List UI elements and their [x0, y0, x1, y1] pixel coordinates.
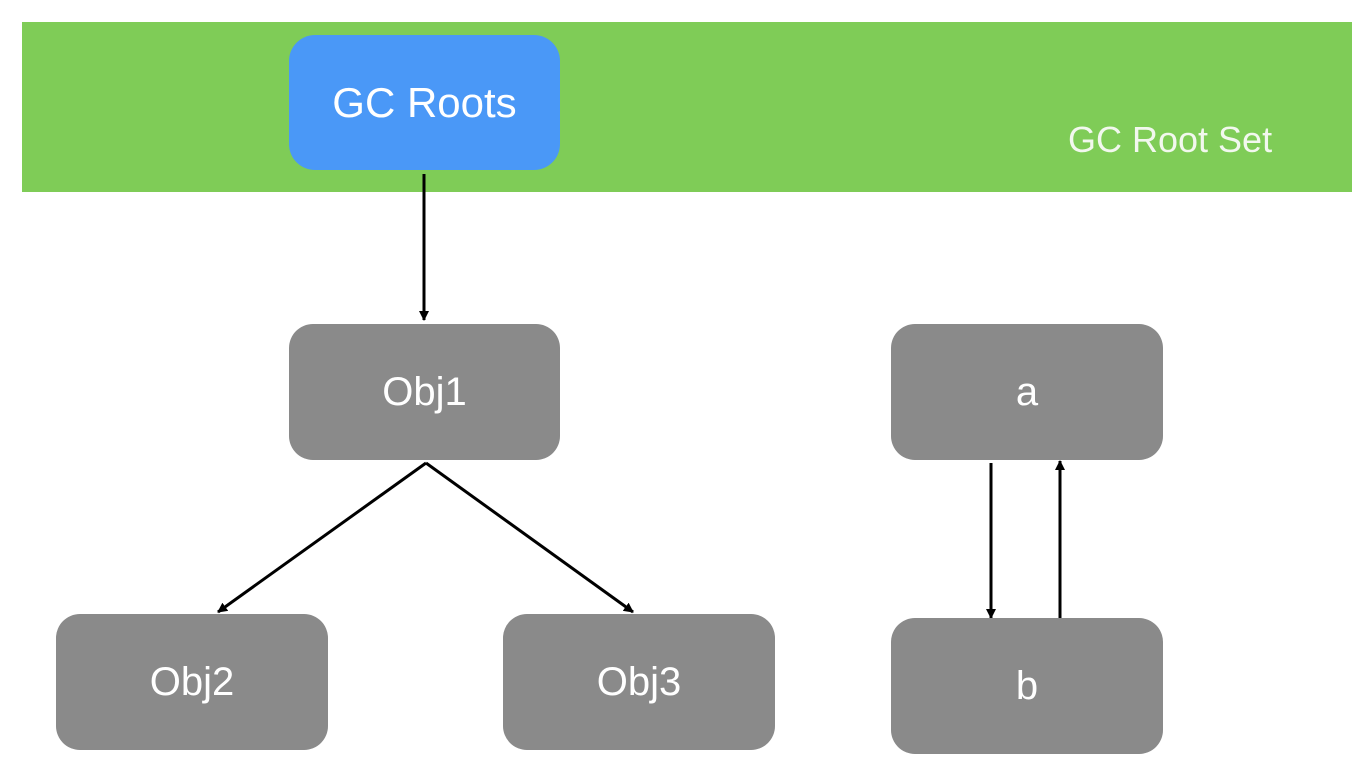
gc-roots-node: GC Roots: [289, 35, 560, 170]
gc-root-set-label: GC Root Set: [1068, 119, 1273, 160]
obj3-node: Obj3: [503, 614, 775, 750]
obj2-node: Obj2: [56, 614, 328, 750]
gc-root-set-band: [22, 22, 1352, 192]
edge-obj1-to-obj3: [425, 461, 634, 614]
obj1-node: Obj1: [289, 324, 560, 460]
a-node: a: [891, 324, 1163, 460]
edge-obj1-to-obj2: [217, 461, 427, 614]
b-node: b: [891, 618, 1163, 754]
